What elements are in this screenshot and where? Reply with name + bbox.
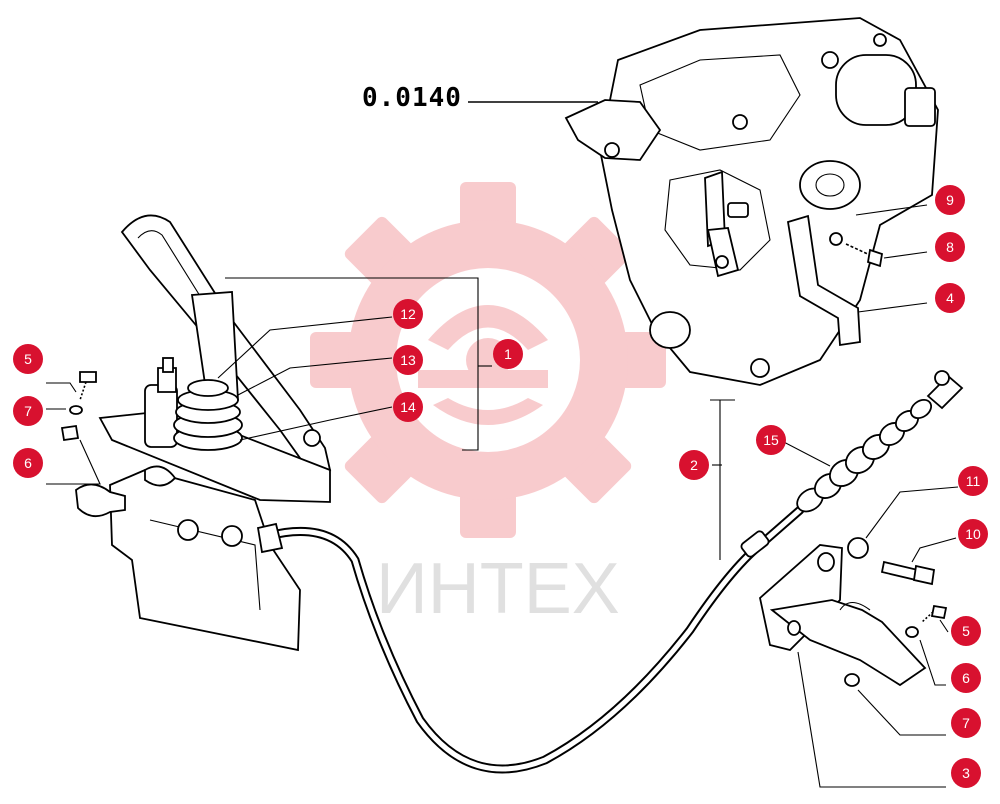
pedal-bracket [109,469,301,652]
callout-3: 3 [951,758,981,788]
svg-text:13: 13 [400,352,416,368]
svg-text:8: 8 [946,239,954,255]
nut-part-7-left [69,405,83,415]
bolt-part-10 [880,560,936,586]
svg-text:12: 12 [400,306,416,322]
return-spring [75,483,126,518]
callout-5-right: 5 [951,616,981,646]
svg-text:5: 5 [24,351,32,367]
shaft-coupling [564,99,662,161]
callout-4: 4 [935,283,965,313]
svg-text:9: 9 [946,192,954,208]
callout-6-right: 6 [951,663,981,693]
callout-15: 15 [756,425,786,455]
bellows-part-15 [796,370,964,513]
motor-housing [835,54,917,126]
bolt-part-8 [845,243,884,268]
callout-9: 9 [935,185,965,215]
reference-code: 0.0140 [362,83,462,113]
svg-text:11: 11 [966,473,981,489]
screw-part-5-left [79,371,97,401]
callout-8: 8 [935,232,965,262]
svg-text:10: 10 [965,526,981,542]
watermark-gear-icon [310,182,666,538]
nut-part-7-right [844,673,860,687]
svg-text:1: 1 [504,346,512,362]
callout-5-left: 5 [13,344,43,374]
svg-text:7: 7 [962,715,970,731]
svg-text:2: 2 [690,457,698,473]
svg-text:14: 14 [400,399,416,415]
screw-part-5-right [921,604,948,623]
svg-text:6: 6 [24,455,32,471]
pedal-assembly [75,214,332,652]
svg-text:15: 15 [763,432,779,448]
svg-text:4: 4 [946,290,954,306]
svg-text:5: 5 [962,623,970,639]
callout-11: 11 [958,466,988,496]
bracket-part-3 [759,544,927,687]
leader-lines [46,204,959,788]
callout-2: 2 [679,450,709,480]
callout-10: 10 [958,519,988,549]
callout-7-left: 7 [13,396,43,426]
watermark: ИНТЕХ [310,182,666,629]
callout-1: 1 [493,339,523,369]
washer-part-6-right [905,626,919,638]
callout-6-left: 6 [13,448,43,478]
bracket-part-4 [786,214,861,347]
control-cable [256,505,805,774]
svg-text:6: 6 [962,670,970,686]
callout-12: 12 [393,299,423,329]
washer-part-6-left [60,424,80,442]
svg-text:3: 3 [962,765,970,781]
callout-7-right: 7 [951,708,981,738]
callout-13: 13 [393,345,423,375]
watermark-text: ИНТЕХ [376,549,620,629]
washer-part-9 [829,232,843,246]
washer-part-11 [847,537,869,559]
spring-part-14 [187,379,229,397]
svg-text:7: 7 [24,403,32,419]
callout-14: 14 [393,392,423,422]
transmission-housing [564,17,939,386]
